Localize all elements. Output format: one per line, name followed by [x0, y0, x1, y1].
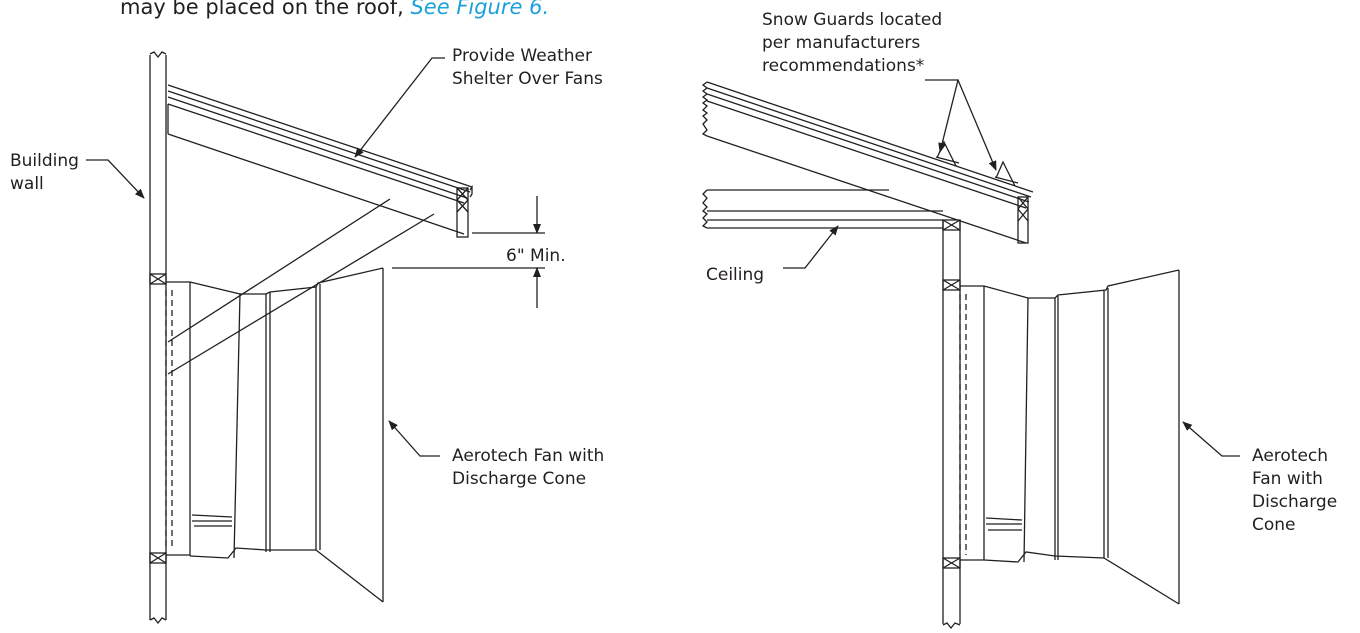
right-fan-label: Aerotech Fan with Discharge Cone [1252, 446, 1338, 535]
right-fan [959, 269, 1180, 605]
right-ceiling [701, 189, 943, 229]
right-leaders [783, 79, 1240, 457]
building-wall-label: Building wall [10, 151, 79, 194]
weather-shelter [167, 84, 473, 375]
left-diagram [86, 51, 545, 625]
right-roof [701, 81, 1034, 244]
weather-shelter-label: Provide Weather Shelter Over Fans [452, 46, 603, 89]
snow-guards-label: Snow Guards located per manufacturers re… [762, 10, 943, 76]
min-clearance-dimension [392, 196, 545, 308]
building-wall [149, 51, 167, 625]
ceiling-label: Ceiling [706, 265, 765, 285]
intro-text: may be placed on the roof, See Figure 6. [120, 0, 549, 20]
intro-sentence: may be placed on the roof, [120, 0, 404, 19]
left-fan [165, 267, 384, 603]
min-clearance-label: 6" Min. [506, 246, 566, 266]
right-wall [942, 219, 961, 630]
left-leaders [86, 57, 445, 457]
left-fan-label: Aerotech Fan with Discharge Cone [452, 446, 605, 489]
right-diagram [701, 79, 1240, 630]
figure-6-link[interactable]: See Figure 6. [410, 0, 550, 19]
